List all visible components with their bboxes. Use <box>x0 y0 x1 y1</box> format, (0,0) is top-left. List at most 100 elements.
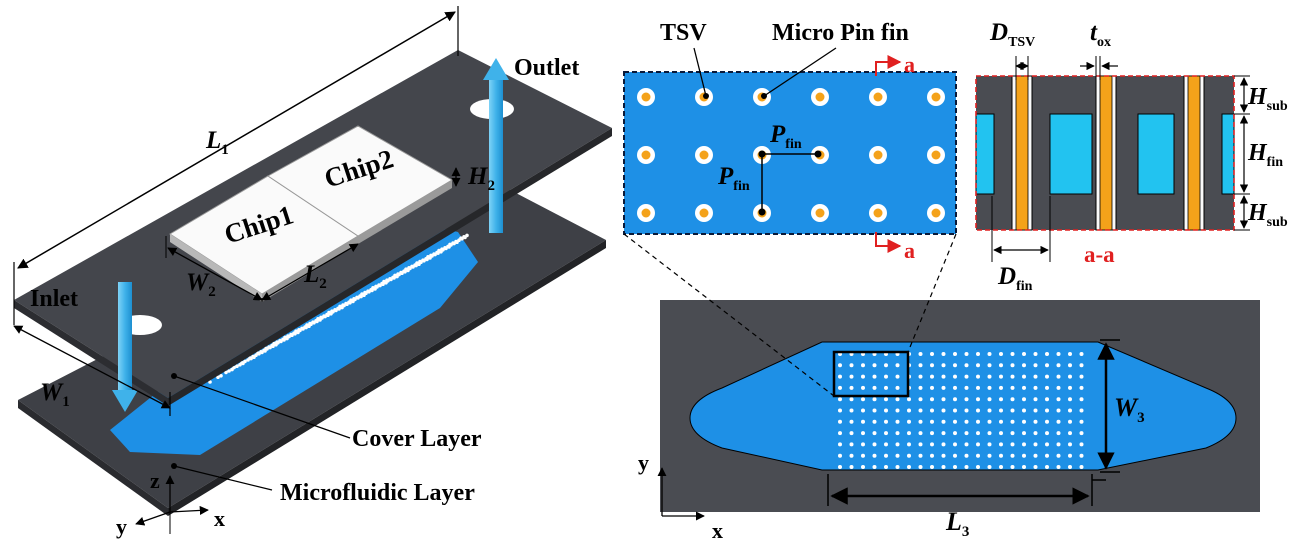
plan-fin-dot <box>872 397 877 402</box>
iso-fin-dot <box>374 284 378 289</box>
plan-fin-dot <box>1033 385 1038 390</box>
W2-L2-dimension <box>165 236 359 302</box>
plan-fin-dot <box>849 363 854 368</box>
L1-dimension <box>13 6 459 325</box>
plan-fin-dot <box>930 352 934 356</box>
plan-fin-dot <box>964 431 969 436</box>
plan-fin-dot <box>1010 442 1015 447</box>
plan-fin-dot <box>953 419 957 424</box>
plan-fin-dot <box>1056 408 1061 413</box>
iso-fin-dot <box>283 335 287 340</box>
plan-fin-dot <box>884 397 888 402</box>
plan-fin-dot <box>1022 352 1026 356</box>
plan-fin-dot <box>907 419 911 424</box>
pin-fin <box>637 204 655 222</box>
plan-fin-dot <box>964 442 969 447</box>
plan-fin-dot <box>918 352 923 356</box>
outlet-arrow <box>483 58 509 233</box>
plan-fin-dot <box>999 419 1003 424</box>
plan-fin-dot <box>918 397 923 402</box>
plan-fin-dot <box>1022 465 1026 469</box>
plan-fin-dot <box>1045 408 1049 413</box>
plan-fin-dot <box>941 397 946 402</box>
plan-fin-dot <box>907 442 911 447</box>
plan-fin-dot <box>907 453 911 458</box>
plan-fin-dot <box>861 363 865 368</box>
plan-fin-dot <box>1010 363 1015 368</box>
plan-fin-dot <box>1056 431 1061 436</box>
plan-fin-dot <box>1056 465 1061 469</box>
plan-fin-dot <box>918 431 923 436</box>
plan-fin-dot <box>861 374 865 379</box>
plan-fin-dot <box>964 465 969 469</box>
plan-fin-dot <box>941 453 946 458</box>
iso-fin-dot <box>344 301 348 306</box>
plan-fin-dot <box>976 465 980 469</box>
iso-fin-dot <box>294 329 298 334</box>
plan-fin-dot <box>1010 352 1015 356</box>
iso-fin-dot <box>377 283 381 287</box>
plan-fin-dot <box>884 442 888 447</box>
plan-fin-dot <box>849 453 854 458</box>
iso-fin-dot <box>388 277 392 281</box>
dfin-label: Dfin <box>997 263 1033 294</box>
plan-fin-dot <box>861 442 865 447</box>
plan-fin-dot <box>1033 374 1038 379</box>
plan-fin-dot <box>1068 442 1072 447</box>
plan-fin-dot <box>895 419 900 424</box>
plan-fin-dot <box>1056 374 1061 379</box>
plan-fin-dot <box>1068 385 1072 390</box>
iso-axis-y: y <box>116 514 127 539</box>
plan-fin-dot <box>987 465 992 469</box>
plan-fin-dot <box>895 408 900 413</box>
plan-fin-dot <box>987 352 992 356</box>
plan-fin-dot <box>999 385 1003 390</box>
plan-fin-dot <box>1033 408 1038 413</box>
W1-label: W1 <box>40 379 70 410</box>
plan-fin-dot <box>872 453 877 458</box>
plan-fin-dot <box>918 374 923 379</box>
plan-fin-dot <box>1033 453 1038 458</box>
plan-fin-dot <box>999 374 1003 379</box>
tsv-3 <box>1183 75 1205 231</box>
plan-fin-dot <box>1022 408 1026 413</box>
plan-fin-dot <box>1033 442 1038 447</box>
outlet-label: Outlet <box>514 55 579 81</box>
L2-label: L2 <box>303 261 327 292</box>
plan-fin-dot <box>849 385 854 390</box>
plan-fin-dot <box>976 352 980 356</box>
iso-fin-dot <box>267 345 271 349</box>
iso-fin-dot <box>311 320 315 325</box>
plan-fin-dot <box>941 431 946 436</box>
pin-fin <box>869 146 887 164</box>
plan-fin-dot <box>1079 442 1084 447</box>
plan-fin-dot <box>872 408 877 413</box>
plan-fin-dot <box>918 408 923 413</box>
iso-fin-dot <box>465 233 469 238</box>
plan-fin-dot <box>872 374 877 379</box>
plan-fin-dot <box>1022 431 1026 436</box>
plan-fin-dot <box>1010 374 1015 379</box>
plan-fin-dot <box>976 453 980 458</box>
plan-fin-dot <box>953 431 957 436</box>
plan-fin-dot <box>1045 442 1049 447</box>
plan-fin-dot <box>1068 408 1072 413</box>
iso-fin-dot <box>243 359 247 364</box>
cover-layer-leader <box>173 375 351 439</box>
plan-fin-dot <box>884 363 888 368</box>
iso-fin-dot <box>305 323 309 327</box>
section-a-bottom: a <box>904 238 915 263</box>
iso-fin-dot <box>349 298 353 303</box>
micro-pin-fin-label: Micro Pin fin <box>772 20 909 46</box>
tsv-2 <box>1095 75 1117 231</box>
H2-label: H2 <box>467 163 495 194</box>
plan-fin-dot <box>930 431 934 436</box>
iso-fin-dot <box>235 364 239 369</box>
plan-fin-dot <box>1068 352 1072 356</box>
pin-fin-detail: Pfin Pfin TSV Micro Pin fin a a <box>623 20 957 263</box>
plan-fin-dot <box>918 385 923 390</box>
plan-fin-dot <box>964 363 969 368</box>
plan-fin-dot <box>964 385 969 390</box>
iso-fin-dot <box>399 270 403 275</box>
